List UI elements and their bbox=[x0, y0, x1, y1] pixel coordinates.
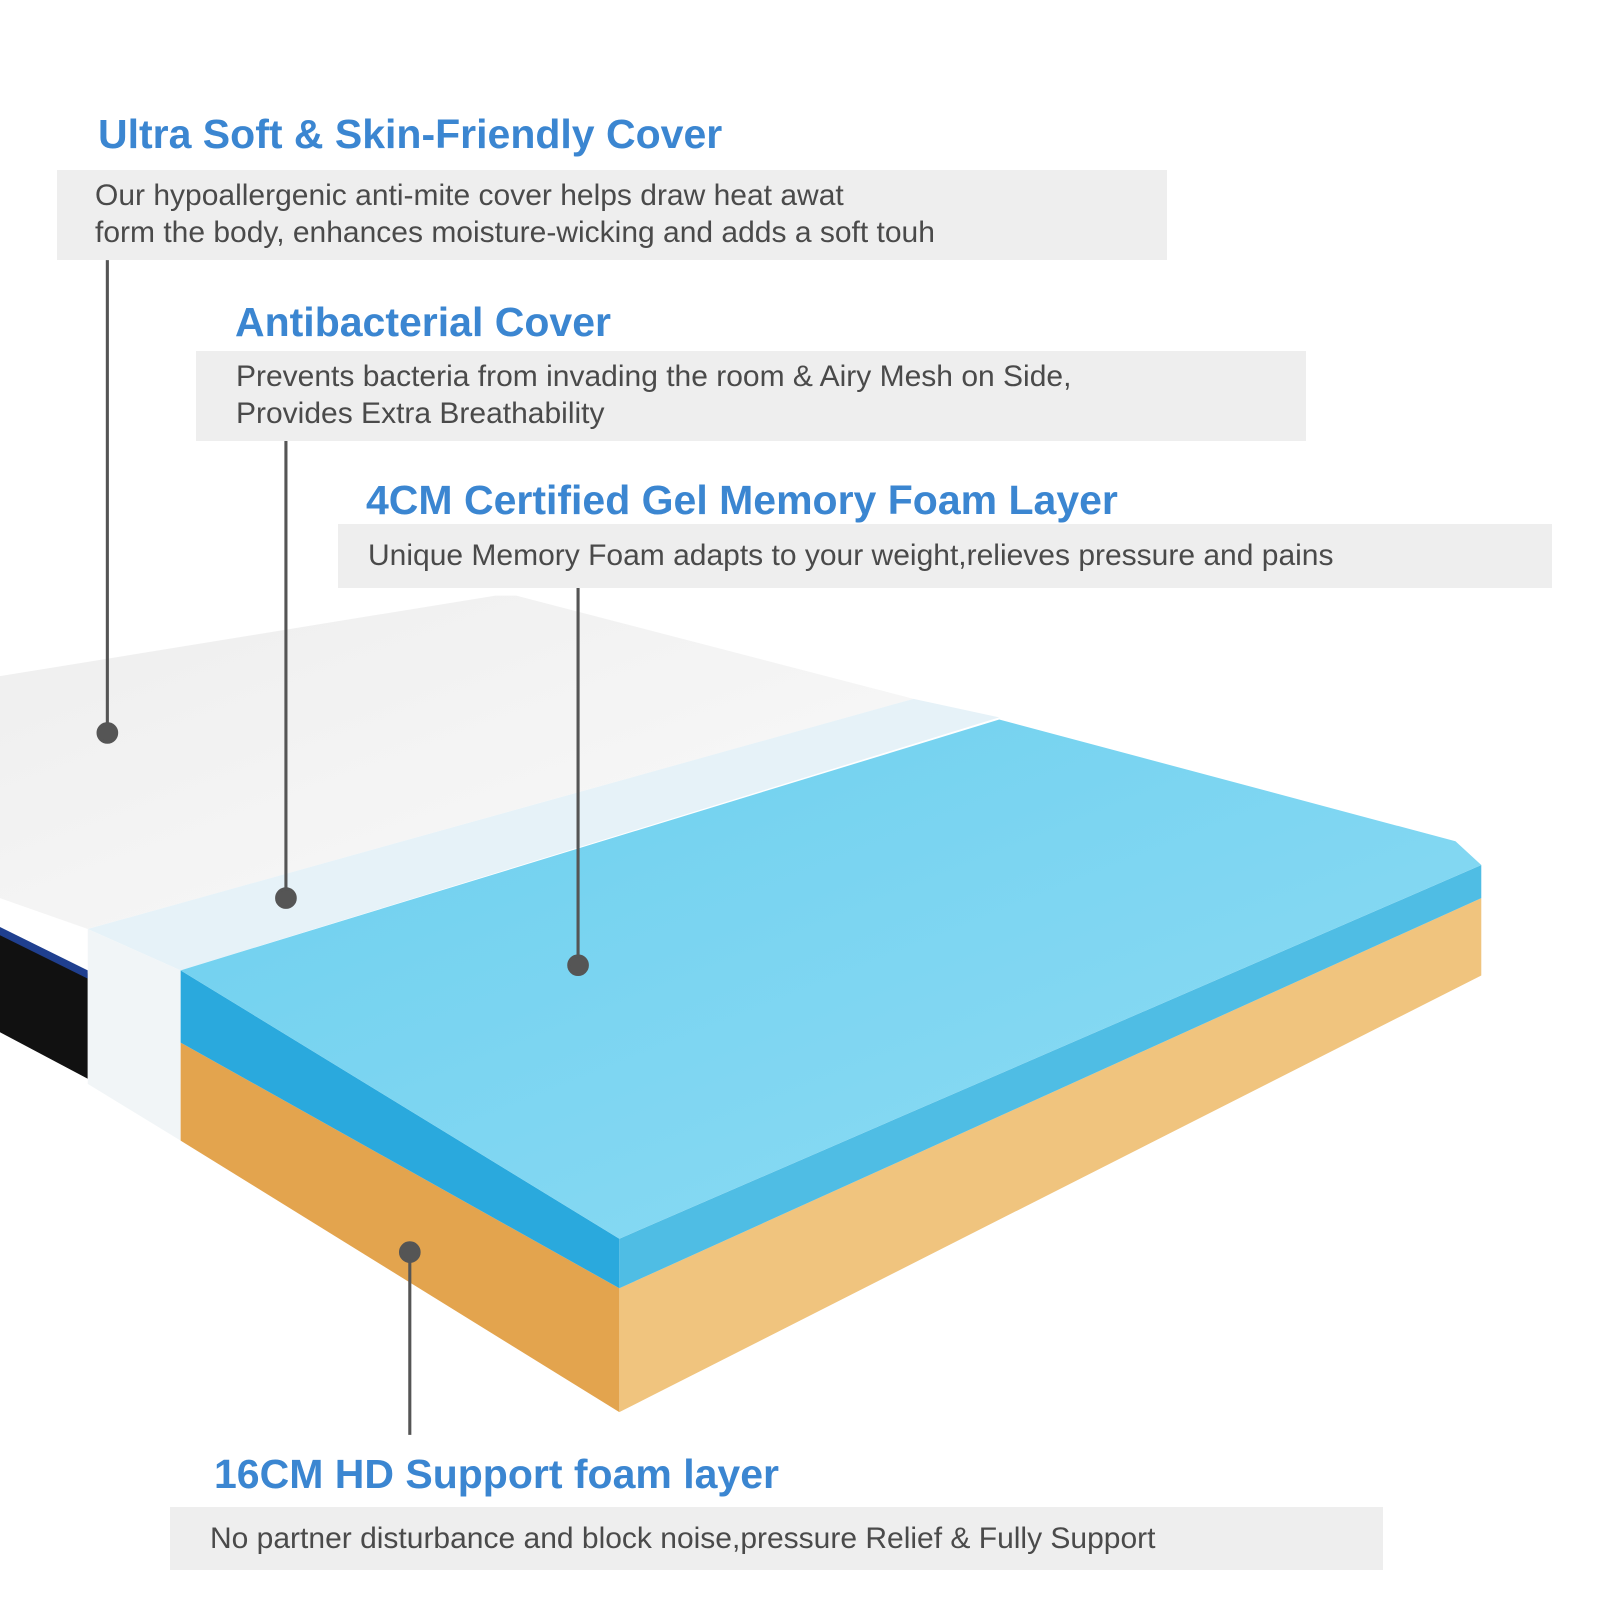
callout-box-antibacterial: Prevents bacteria from invading the room… bbox=[196, 351, 1306, 441]
callout-text: Our hypoallergenic anti-mite cover helps… bbox=[95, 179, 844, 212]
antibacterial-layer-side bbox=[87, 929, 181, 1141]
support-foam-side bbox=[619, 898, 1482, 1413]
gel-foam-front bbox=[180, 970, 620, 1289]
callout-text: Provides Extra Breathability bbox=[236, 397, 605, 430]
callout-text: No partner disturbance and block noise,p… bbox=[210, 1522, 1156, 1555]
callout-text: Unique Memory Foam adapts to your weight… bbox=[368, 539, 1334, 572]
callout-title-antibacterial: Antibacterial Cover bbox=[235, 299, 611, 345]
marker-dot-cover bbox=[96, 722, 119, 744]
callout-title-cover: Ultra Soft & Skin-Friendly Cover bbox=[98, 111, 723, 157]
callout-text: form the body, enhances moisture-wicking… bbox=[95, 216, 935, 249]
gel-foam-side bbox=[619, 865, 1482, 1289]
callout-title-support-foam: 16CM HD Support foam layer bbox=[214, 1451, 779, 1497]
gel-foam-top bbox=[180, 719, 1482, 1239]
cover-top bbox=[0, 595, 914, 930]
marker-dot-gel bbox=[567, 954, 589, 976]
support-foam-front bbox=[180, 1042, 620, 1413]
callout-title-gel-foam: 4CM Certified Gel Memory Foam Layer bbox=[366, 477, 1118, 523]
cover-blue-trim bbox=[0, 926, 88, 979]
marker-dot-antibacterial bbox=[275, 887, 297, 909]
antibacterial-layer-top bbox=[87, 698, 1000, 971]
callout-text: Prevents bacteria from invading the room… bbox=[236, 360, 1072, 393]
callout-box-cover: Our hypoallergenic anti-mite cover helps… bbox=[57, 170, 1167, 260]
callout-box-support-foam: No partner disturbance and block noise,p… bbox=[170, 1507, 1383, 1570]
callout-box-gel-foam: Unique Memory Foam adapts to your weight… bbox=[338, 524, 1552, 588]
marker-dot-support bbox=[398, 1241, 421, 1263]
